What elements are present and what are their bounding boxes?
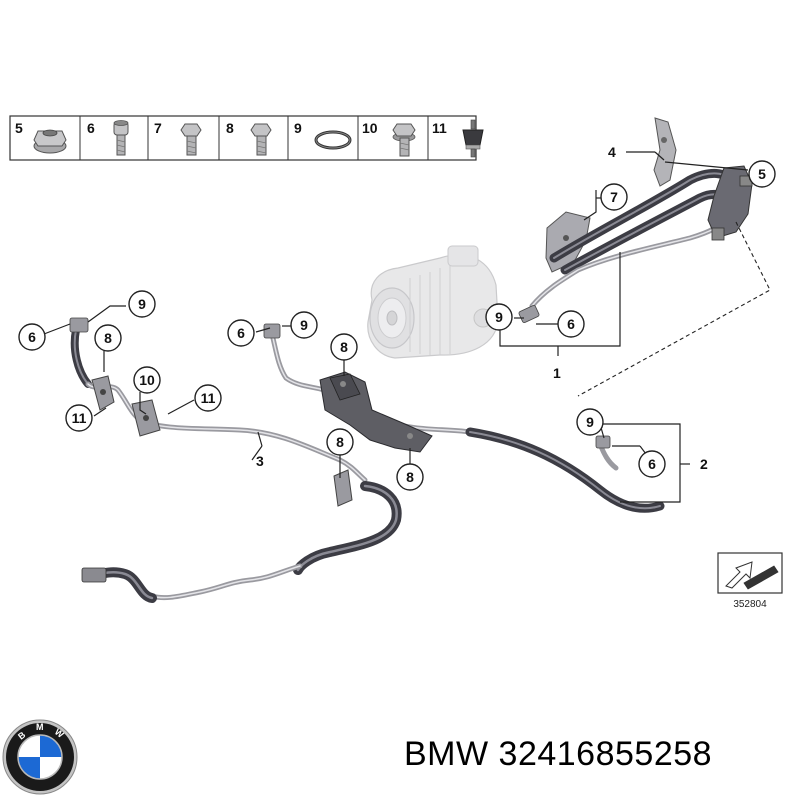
callout-4: 4: [608, 144, 616, 160]
reference-box: 352804: [717, 552, 783, 610]
callouts: 4 5 7 9 6 1 9 6 8 10 11 11 3 6 9 8 8 8: [18, 144, 776, 491]
callout-6-right: 6: [648, 456, 656, 472]
callout-11-b: 11: [201, 390, 216, 406]
pressure-hose-assembly: [518, 117, 753, 323]
callout-circle: [600, 183, 628, 211]
callout-9-left: 9: [138, 296, 146, 312]
callout-8-low: 8: [406, 469, 414, 485]
parts-strip-number: 8: [226, 120, 234, 136]
callout-circle: [557, 310, 585, 338]
callout-circle: [290, 311, 318, 339]
parts-strip-number: 11: [432, 120, 447, 136]
callout-6-left: 6: [28, 329, 36, 345]
callout-circle: [748, 160, 776, 188]
socket-bolt-icon: [113, 120, 129, 156]
callout-3: 3: [256, 453, 264, 469]
callout-circle: [396, 463, 424, 491]
steering-pump: [367, 245, 499, 359]
parts-strip-number: 7: [154, 120, 162, 136]
callout-circle: [576, 408, 604, 436]
callout-5: 5: [758, 166, 766, 182]
parts-strip: 5 6 7 8 9 10 11: [9, 115, 484, 161]
callout-circle: [326, 428, 354, 456]
callout-9-mid: 9: [300, 317, 308, 333]
parts-strip-number: 10: [362, 120, 378, 136]
hex-bolt-icon: [392, 123, 416, 157]
svg-text:M: M: [36, 722, 44, 732]
bmw-logo-icon: B M W: [2, 719, 78, 795]
callout-9-pump: 9: [495, 309, 503, 325]
callout-8-mid: 8: [336, 434, 344, 450]
callout-circle: [330, 333, 358, 361]
callout-circle: [18, 323, 46, 351]
flange-nut-icon: [33, 129, 67, 154]
callout-circle: [128, 290, 156, 318]
parts-strip-number: 9: [294, 120, 302, 136]
callout-circle: [94, 324, 122, 352]
part-number: 32416855258: [498, 735, 713, 773]
callout-circle: [65, 404, 93, 432]
callout-circle: [194, 384, 222, 412]
callout-1: 1: [553, 365, 561, 381]
part-number-caption: BMW 32416855258: [404, 735, 712, 774]
hex-bolt-icon: [250, 123, 272, 156]
callout-8-left: 8: [104, 330, 112, 346]
callout-2: 2: [700, 456, 708, 472]
callout-9-right: 9: [586, 414, 594, 430]
parts-strip-number: 5: [15, 120, 23, 136]
callout-6-mid: 6: [237, 325, 245, 341]
callout-7: 7: [610, 189, 618, 205]
callout-circle: [133, 366, 161, 394]
callout-10: 10: [139, 372, 155, 388]
callout-8-top: 8: [340, 339, 348, 355]
leader-lines: [43, 151, 771, 503]
parts-strip-number: 6: [87, 120, 95, 136]
callout-circle: [485, 303, 513, 331]
sealing-ring-icon: [314, 130, 352, 150]
middle-line-assembly: [263, 323, 665, 513]
rubber-mount-icon: [462, 119, 484, 158]
callout-6-pump: 6: [567, 316, 575, 332]
brand-name: BMW: [404, 735, 489, 773]
reference-code: 352804: [733, 599, 767, 610]
callout-circle: [227, 319, 255, 347]
return-line-assembly: [69, 317, 402, 603]
hex-bolt-icon: [180, 123, 202, 156]
callout-circle: [638, 450, 666, 478]
callout-11-a: 11: [72, 410, 87, 426]
svg-text:B: B: [16, 729, 28, 741]
